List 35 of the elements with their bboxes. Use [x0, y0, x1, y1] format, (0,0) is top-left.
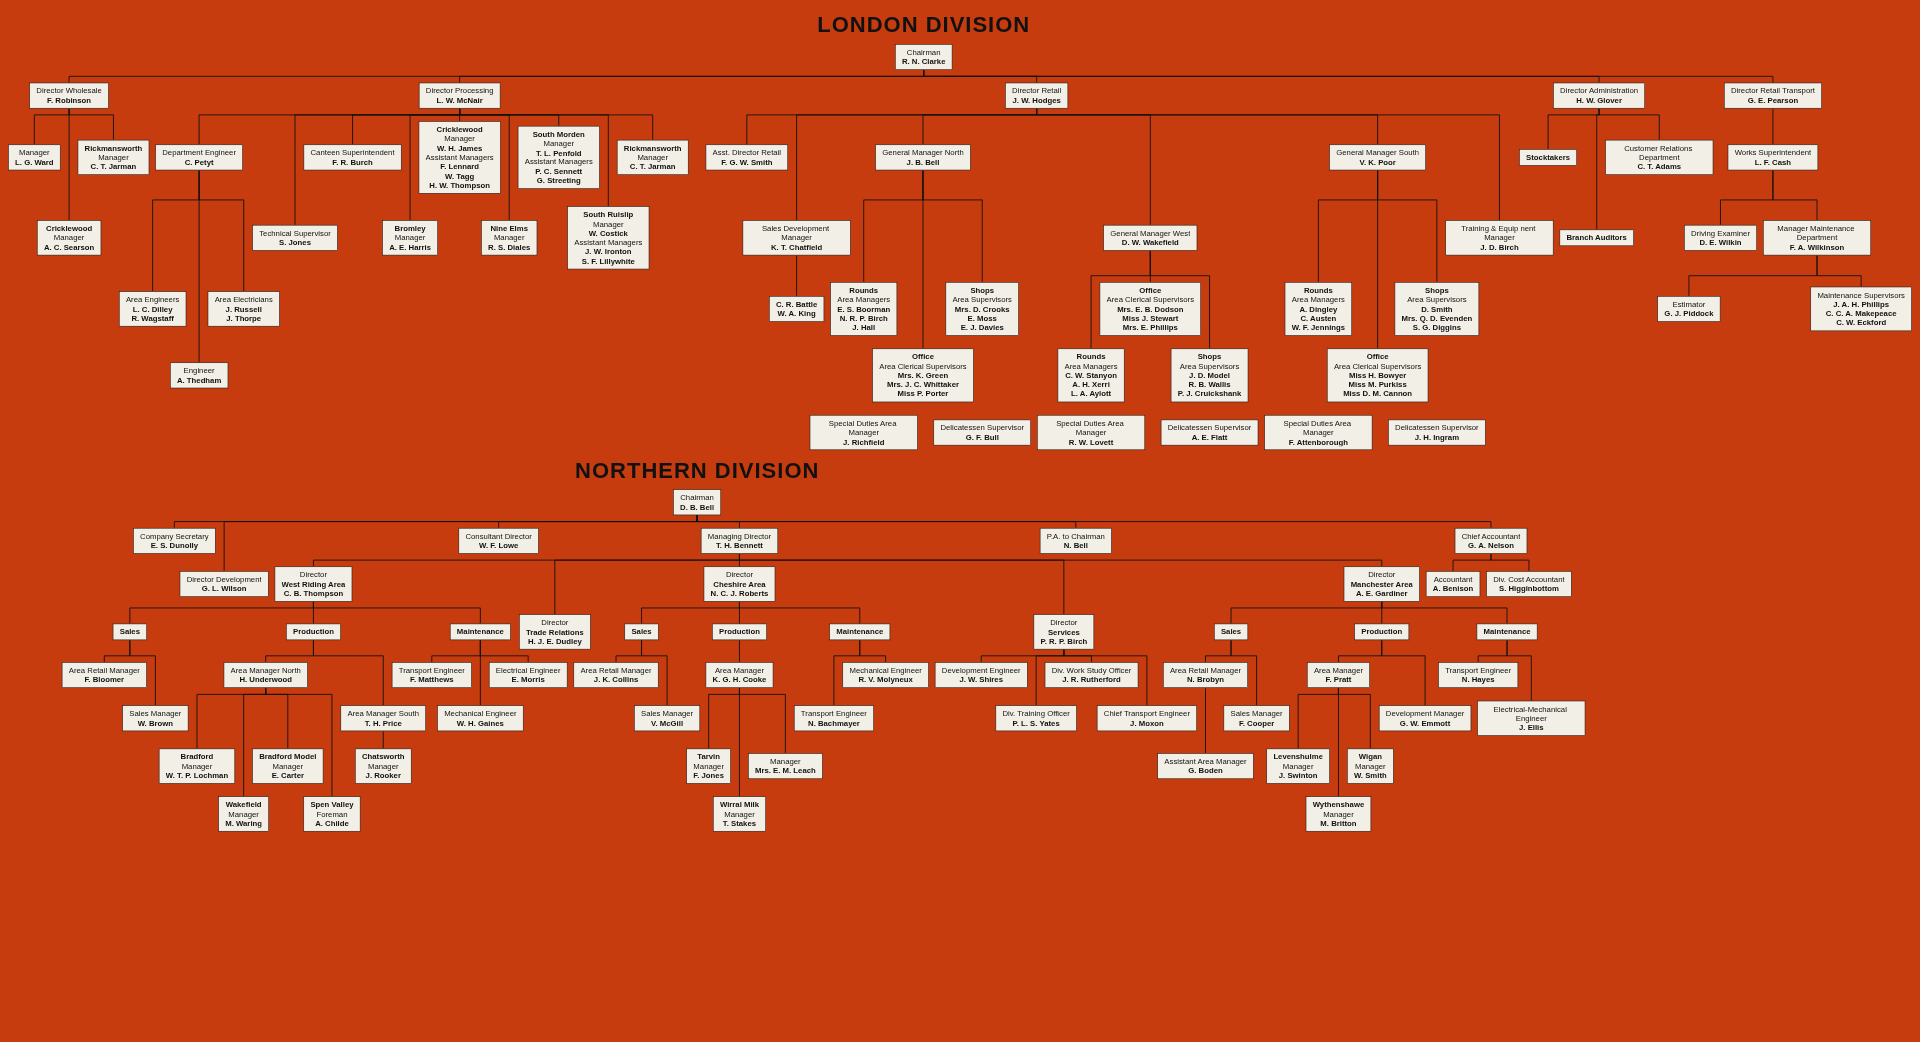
connector-line: [923, 69, 1774, 83]
connector-line: [1036, 108, 1500, 221]
connector-line: [198, 170, 245, 292]
connector-line: [1338, 687, 1371, 749]
connector-line: [479, 639, 529, 663]
connector-line: [68, 108, 114, 140]
connector-line: [1490, 553, 1530, 572]
connector-line: [796, 255, 798, 297]
connector-line: [1772, 170, 1818, 221]
connector-line: [265, 687, 333, 797]
connector-line: [696, 515, 1492, 529]
connector-line: [313, 601, 481, 624]
connector-line: [1381, 601, 1508, 624]
connector-line: [641, 639, 668, 706]
connector-line: [1149, 250, 1210, 349]
connector-line: [382, 731, 384, 749]
connector-line: [739, 639, 740, 663]
connector-line: [1377, 170, 1438, 283]
connector-line: [1598, 108, 1660, 140]
connector-line: [859, 639, 887, 663]
connector-line: [1230, 639, 1258, 706]
connector-line: [1381, 639, 1426, 706]
connector-line: [313, 639, 384, 706]
connector-line: [1205, 687, 1206, 754]
connector-line: [739, 601, 861, 624]
connector-line: [739, 687, 786, 754]
connector-line: [1816, 255, 1862, 287]
connector-line: [1772, 108, 1774, 145]
connector-line: [459, 108, 654, 140]
connector-line: [1506, 639, 1532, 701]
connector-line: [129, 639, 156, 706]
connector-line: [922, 170, 983, 283]
division-heading: NORTHERN DIVISION: [575, 457, 820, 484]
division-heading: LONDON DIVISION: [817, 12, 1031, 39]
connector-line: [1063, 649, 1148, 706]
